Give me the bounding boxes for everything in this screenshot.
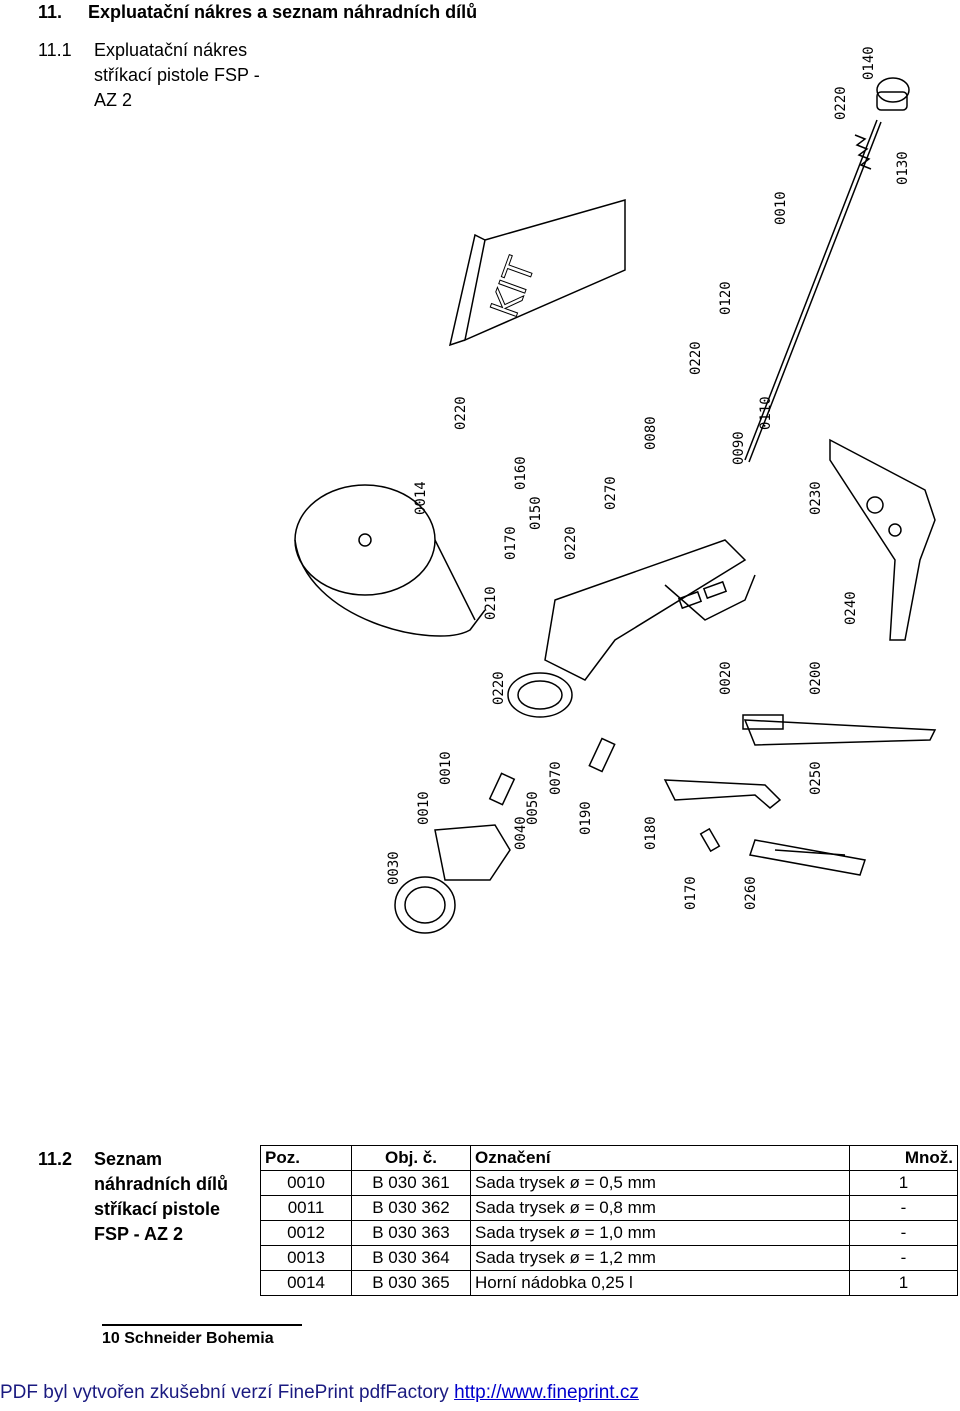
section-number: 11. [38,2,63,22]
exploded-drawing: KIT 0140 0220 0130 0010 0120 0220 0110 0… [294,46,937,934]
cell-order-no: B 030 364 [351,1245,471,1271]
svg-text:0010: 0010 [438,751,454,785]
table-header-row: Poz. Obj. č. Označení Množ. [260,1145,958,1171]
parts-table: Poz. Obj. č. Označení Množ. 0010 B 030 3… [260,1145,958,1296]
table-row: 0010 B 030 361 Sada trysek ø = 0,5 mm 1 [260,1170,958,1196]
svg-text:0230: 0230 [808,481,824,515]
svg-text:0220: 0220 [453,396,469,430]
svg-text:0220: 0220 [563,526,579,560]
subsection-title: Expluatační nákres stříkací pistole FSP … [94,40,260,110]
svg-text:0020: 0020 [718,661,734,695]
page-footer: 10 Schneider Bohemia [102,1330,274,1347]
col-header-quantity: Množ. [849,1145,958,1171]
svg-text:0220: 0220 [833,86,849,120]
col-header-pos: Poz. [260,1145,352,1171]
table-row: 0013 B 030 364 Sada trysek ø = 1,2 mm - [260,1245,958,1271]
table-row: 0012 B 030 363 Sada trysek ø = 1,0 mm - [260,1220,958,1246]
cell-pos: 0011 [260,1195,352,1221]
svg-text:0110: 0110 [758,396,774,430]
cell-description: Sada trysek ø = 0,5 mm [470,1170,850,1196]
pdf-notice: PDF byl vytvořen zkušební verzí FinePrin… [0,1382,639,1404]
svg-text:0160: 0160 [513,456,529,490]
cell-quantity: - [849,1195,958,1221]
col-header-order-no: Obj. č. [351,1145,471,1171]
cell-pos: 0013 [260,1245,352,1271]
svg-text:0220: 0220 [688,341,704,375]
cell-quantity: 1 [849,1170,958,1196]
pdf-notice-text: PDF byl vytvořen zkušební verzí FinePrin… [0,1382,455,1403]
cell-pos: 0014 [260,1270,352,1296]
svg-text:0080: 0080 [643,416,659,450]
kit-label: KIT [482,252,544,324]
cell-description: Sada trysek ø = 1,2 mm [470,1245,850,1271]
svg-text:0030: 0030 [386,851,402,885]
svg-text:0120: 0120 [718,281,734,315]
section-title: Expluatační nákres a seznam náhradních d… [88,2,478,22]
svg-text:0210: 0210 [483,586,499,620]
subsection-title: Seznam náhradních dílů stříkací pistole … [94,1149,229,1244]
svg-text:0190: 0190 [578,801,594,835]
svg-text:0070: 0070 [548,761,564,795]
cell-description: Horní nádobka 0,25 l [470,1270,850,1296]
footer-divider [102,1324,302,1326]
cell-description: Sada trysek ø = 0,8 mm [470,1195,850,1221]
svg-text:0200: 0200 [808,661,824,695]
subsection-number: 11.2 [38,1149,73,1169]
subsection-number: 11.1 [38,40,72,60]
svg-text:0220: 0220 [491,671,507,705]
svg-text:0180: 0180 [643,816,659,850]
cell-pos: 0012 [260,1220,352,1246]
svg-text:0170: 0170 [503,526,519,560]
svg-text:0050: 0050 [525,791,541,825]
svg-text:0090: 0090 [731,431,747,465]
svg-text:0260: 0260 [743,876,759,910]
cell-description: Sada trysek ø = 1,0 mm [470,1220,850,1246]
svg-text:0170: 0170 [683,876,699,910]
cell-order-no: B 030 361 [351,1170,471,1196]
svg-text:0140: 0140 [861,46,877,80]
svg-text:0250: 0250 [808,761,824,795]
svg-text:0130: 0130 [895,151,911,185]
cell-pos: 0010 [260,1170,352,1196]
svg-text:0240: 0240 [843,591,859,625]
cell-quantity: - [849,1220,958,1246]
cell-order-no: B 030 363 [351,1220,471,1246]
table-row: 0011 B 030 362 Sada trysek ø = 0,8 mm - [260,1195,958,1221]
col-header-description: Označení [470,1145,850,1171]
cell-quantity: 1 [849,1270,958,1296]
cell-order-no: B 030 365 [351,1270,471,1296]
fineprint-link[interactable]: http://www.fineprint.cz [454,1382,639,1403]
cell-order-no: B 030 362 [351,1195,471,1221]
svg-text:0150: 0150 [528,496,544,530]
svg-text:0270: 0270 [603,476,619,510]
svg-text:0010: 0010 [773,191,789,225]
svg-text:0014: 0014 [413,481,429,515]
cell-quantity: - [849,1245,958,1271]
svg-text:0010: 0010 [416,791,432,825]
section-heading: 11. Expluatační nákres a seznam náhradníc… [38,2,477,23]
svg-text:0040: 0040 [513,816,529,850]
table-row: 0014 B 030 365 Horní nádobka 0,25 l 1 [260,1270,958,1296]
